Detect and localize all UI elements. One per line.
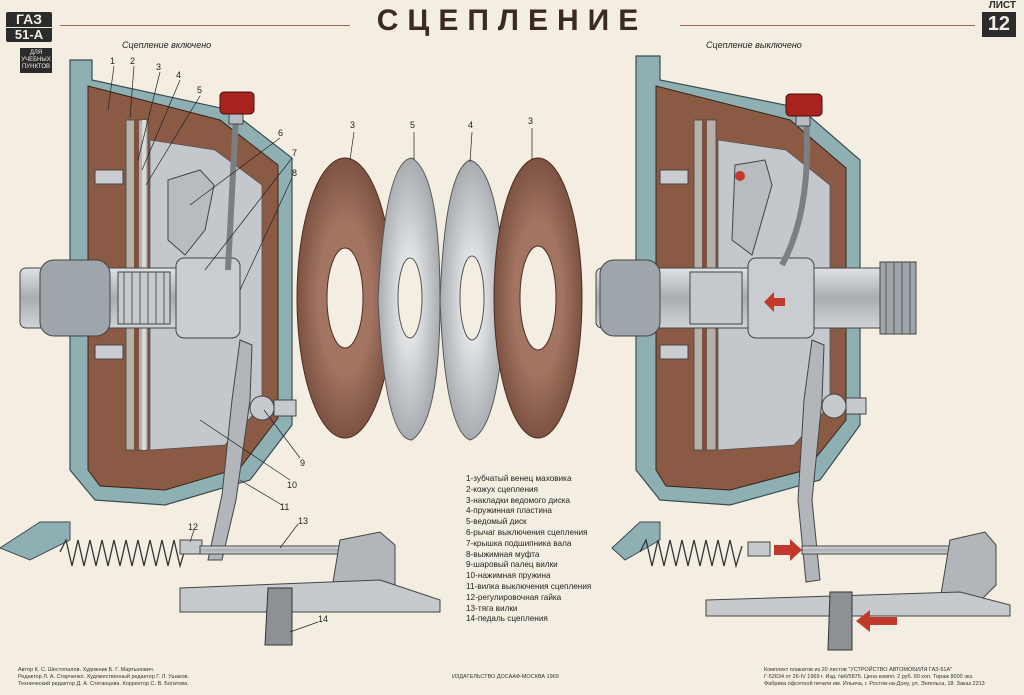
- disk-number-c: 4: [468, 120, 474, 130]
- caption-engaged: Сцепление включено: [122, 40, 212, 50]
- right-oil-tube: [779, 117, 810, 267]
- part-number-9: 9: [300, 458, 306, 468]
- footer-info: Комплект плакатов из 20 листов "УСТРОЙСТ…: [764, 667, 985, 688]
- right-output-gear: [879, 261, 917, 335]
- footer-info-line: Фабрика офсетной печати им. Ильича, г. Р…: [764, 681, 985, 687]
- legend-item: 1-зубчатый венец маховика: [466, 474, 572, 483]
- exploded-disks: [296, 157, 583, 441]
- left-pedal: [264, 587, 293, 646]
- part-number-11: 11: [280, 502, 290, 512]
- caption-disengaged: Сцепление выключено: [706, 40, 802, 50]
- footer-publisher: ИЗДАТЕЛЬСТВО ДОСААФ-МОСКВА 1969: [452, 674, 559, 680]
- left-leaders: [107, 65, 319, 633]
- disk-leaders: [349, 128, 533, 163]
- legend-item: 10-нажимная пружина: [466, 571, 551, 581]
- right-pedal-arrow-icon: [856, 610, 897, 632]
- footer-credit-line: Редактор Л. А. Старченко. Художественный…: [18, 674, 189, 680]
- part-number-7: 7: [292, 148, 298, 158]
- sheet-marker: ЛИСТ 12: [981, 0, 1016, 37]
- left-ball-pivot: [249, 395, 275, 421]
- left-release-fork: [207, 339, 253, 561]
- footer-info-line: Г-52634 от 26-IV 1969 г. Изд. №6/5875. Ц…: [764, 674, 974, 680]
- right-red-cap: [785, 93, 823, 117]
- left-return-spring: [59, 538, 187, 569]
- part-number-1: 1: [110, 56, 116, 66]
- legend-item: 3-накладки ведомого диска: [466, 495, 571, 505]
- part-number-14: 14: [318, 614, 329, 624]
- part-number-6: 6: [278, 128, 284, 138]
- disk-driven: [377, 157, 441, 441]
- page-title: СЦЕПЛЕНИЕ: [376, 4, 648, 37]
- brand-model: 51-А: [6, 27, 52, 42]
- left-release-lever: [167, 169, 215, 256]
- footer-credit-line: Автор К. С. Шестопалов. Художник Б. Г. М…: [18, 667, 155, 673]
- footer-info-line: Комплект плакатов из 20 листов "УСТРОЙСТ…: [764, 667, 953, 673]
- right-release-lever: [731, 159, 773, 256]
- legend-item: 13-тяга вилки: [466, 603, 518, 613]
- part-number-12: 12: [188, 522, 199, 532]
- disk-number-d: 3: [528, 116, 534, 126]
- legend-item: 12-регулировочная гайка: [466, 592, 562, 602]
- brand-logo: ГАЗ 51-А: [6, 12, 52, 42]
- left-oil-tube: [225, 114, 239, 271]
- disk-lining-a: [296, 157, 394, 439]
- left-red-cap: [219, 91, 255, 115]
- right-assembly: [595, 55, 1011, 651]
- sheet-label: ЛИСТ: [988, 0, 1016, 11]
- legend-item: 2-кожух сцепления: [466, 484, 538, 494]
- legend-item: 11-вилка выключения сцепления: [466, 581, 592, 591]
- left-release-bearing: [175, 257, 241, 339]
- legend-item: 6-рычаг выключения сцепления: [466, 527, 588, 537]
- right-pedal: [827, 591, 853, 651]
- footer-credits: Автор К. С. Шестопалов. Художник Б. Г. М…: [18, 667, 189, 688]
- disk-lining-b: [493, 157, 583, 439]
- legend-item: 8-выжимная муфта: [466, 549, 540, 559]
- right-return-spring: [639, 538, 743, 569]
- brand-top: ГАЗ: [16, 11, 42, 27]
- part-number-4: 4: [176, 70, 182, 80]
- part-number-5: 5: [197, 85, 203, 95]
- right-bearing-arrow-icon: [764, 292, 785, 312]
- parts-legend: 1-зубчатый венец маховика 2-кожух сцепле…: [466, 474, 591, 625]
- part-number-13: 13: [298, 516, 309, 526]
- right-rod-arrow-icon: [774, 539, 802, 561]
- part-number-8: 8: [292, 168, 298, 178]
- training-badge: ДЛЯ УЧЕБНЫХ ПУНКТОВ: [20, 48, 52, 73]
- part-number-10: 10: [287, 480, 298, 490]
- footer-credit-line: Технический редактор Д. А. Стеганцева. К…: [18, 681, 189, 687]
- left-splined-hub: [117, 271, 171, 325]
- right-release-fork: [797, 339, 825, 583]
- disk-number-a: 3: [350, 120, 356, 130]
- disk-number-b: 5: [410, 120, 416, 130]
- left-adjusting-nut: [179, 539, 203, 555]
- left-assembly: [0, 59, 441, 646]
- legend-item: 14-педаль сцепления: [466, 614, 548, 624]
- legend-item: 9-шаровый палец вилки: [466, 560, 558, 570]
- legend-item: 4-пружинная пластина: [466, 506, 552, 516]
- part-number-3: 3: [156, 62, 162, 72]
- legend-item: 7-крышка подшипника вала: [466, 538, 572, 548]
- part-number-2: 2: [130, 56, 136, 66]
- disk-spring-plate: [439, 159, 506, 441]
- legend-item: 5-ведомый диск: [466, 517, 527, 527]
- sheet-number: 12: [981, 12, 1016, 37]
